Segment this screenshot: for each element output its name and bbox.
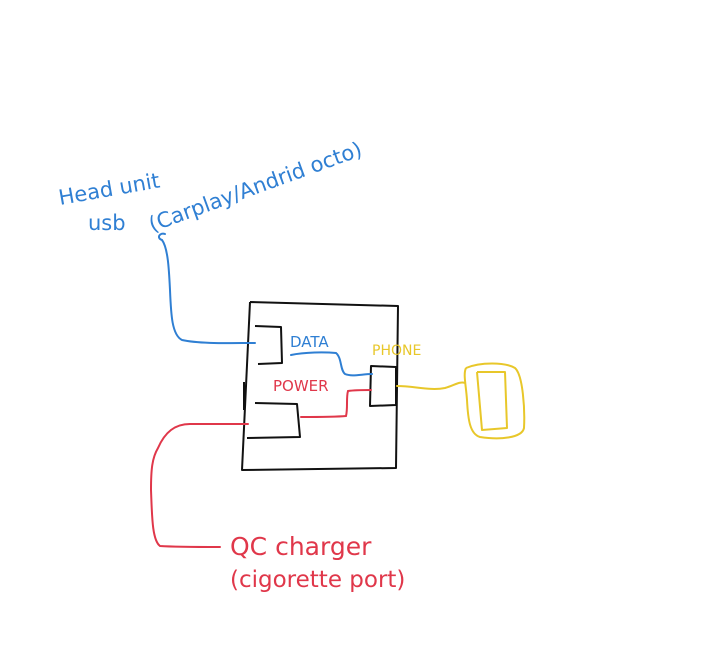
phone-cable [396,381,466,390]
phone-port [369,365,397,407]
power-label: POWER [273,377,329,395]
data-port [254,325,283,365]
qc-charger-label: QC charger [230,532,372,561]
usb-label: usb [88,211,126,235]
phone-screen [476,371,508,431]
carplay-label: (Carplay/Andrid octo) [146,137,366,237]
power-line [300,389,372,418]
power-wire [149,423,249,548]
phone-icon [463,362,526,440]
usb-wire [158,232,256,345]
data-line [290,351,373,377]
phone-label: PHONE [372,343,421,359]
hub-box-outline [241,301,399,471]
cigarette-port-label: (cigorette port) [230,567,405,593]
data-label: DATA [290,333,329,351]
head-unit-label: Head unit [57,169,162,210]
power-port [246,402,301,439]
